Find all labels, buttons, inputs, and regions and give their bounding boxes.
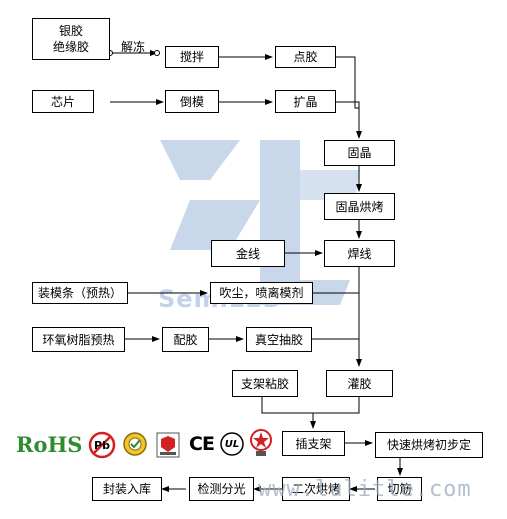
ce-text: CE [189,433,215,455]
thaw-label: 解冻 [121,40,146,54]
ul-text: UL [224,438,240,450]
silver-glue-label: 银胶 [58,24,83,38]
ul-mark: UL [219,431,245,457]
quality-award-icon [249,428,273,458]
chip-node: 芯片 [32,90,94,113]
invert-mold-node: 倒模 [165,90,219,113]
wire-bond-node: 焊线 [324,240,395,267]
die-bond-node: 固晶 [324,140,395,166]
pack-store-node: 封装入库 [92,477,162,501]
rohs-logo: RoHS [16,432,82,457]
dust-release-spray-node: 吹尘，喷离模剂 [210,282,313,304]
ce-mark: CE [189,433,215,455]
potting-node: 灌胶 [326,370,393,397]
holder-glue-node: 支架粘胶 [232,370,298,397]
mold-strip-preheat-node: 装模条（预热） [32,282,128,304]
fast-cure-node: 快速烘烤初步定 [375,432,483,458]
second-bake-node: 二次烘烤 [282,477,350,501]
epoxy-preheat-node: 环氧树脂预热 [32,327,125,352]
mix-glue-node: 配胶 [162,327,209,352]
rohs-text: RoHS [16,432,83,457]
quality-seal-icon [122,431,148,459]
insert-holder-node: 插支架 [282,431,345,456]
stir-node: 搅拌 [165,46,219,68]
expand-crystal-node: 扩晶 [275,90,336,113]
vacuum-degas-node: 真空抽胶 [246,327,312,352]
pb-free-icon: Pb [88,431,116,459]
dispense-node: 点胶 [275,46,336,68]
test-sort-node: 检测分光 [189,477,254,501]
cut-rib-node: 切筋 [377,477,422,501]
iso-cert-icon [155,431,181,459]
insulating-glue-label: 绝缘胶 [52,40,89,54]
pb-text: Pb [94,438,110,452]
silver-insulating-glue-node: 银胶 绝缘胶 [32,18,110,60]
die-bond-bake-node: 固晶烘烤 [324,193,395,220]
gold-wire-node: 金线 [211,240,285,267]
